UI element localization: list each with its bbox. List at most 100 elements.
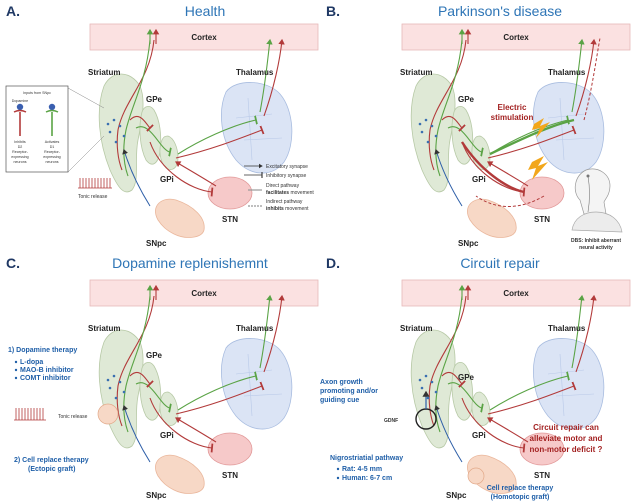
panel-c-gpe-label: GPe	[146, 351, 163, 360]
electric-stimulation-line1: Electric	[498, 103, 527, 112]
panel-c-thalamus-label: Thalamus	[236, 324, 274, 333]
patient-head-icon	[571, 168, 623, 233]
panel-b-gpe-label: GPe	[458, 95, 475, 104]
panel-a-striatum-label: Striatum	[88, 68, 120, 77]
homotopic-line1: Cell replace therapy	[487, 485, 554, 492]
panel-a-gpe-label: GPe	[146, 95, 163, 104]
panel-c-cortex-label: Cortex	[191, 289, 217, 298]
panel-d-title: Circuit repair	[460, 255, 540, 271]
panel-d: D. Circuit repair Cortex Striatum Thalam…	[320, 255, 630, 501]
nigro-title: Nigrostriatial pathway	[330, 455, 403, 462]
axon-line: guiding cue	[320, 397, 359, 404]
panel-a-snpc-label: SNpc	[146, 239, 167, 248]
panel-b-title: Parkinson's disease	[438, 3, 562, 19]
inset-right-text: Activates D1 Receptor- expressing neuron…	[43, 140, 60, 164]
panel-c-tonic-label: Tonic release	[58, 414, 88, 420]
inset-right-line: D1	[50, 145, 55, 149]
inset-left-line: neurons	[14, 160, 27, 164]
inset-left-line: Inhibits	[14, 140, 26, 144]
panel-c-gpi-label: GPi	[160, 431, 174, 440]
inset-left-line: D2	[18, 145, 23, 149]
legend-direct-line1: Direct pathway	[266, 183, 300, 189]
panel-c-stn-label: STN	[222, 471, 238, 480]
panel-d-striatum-label: Striatum	[400, 324, 432, 333]
panel-b-snpc-label: SNpc	[458, 239, 479, 248]
inset-box	[5, 85, 69, 173]
panel-b-striatum-label: Striatum	[400, 68, 432, 77]
lightning-bolt-icon	[532, 118, 550, 138]
panel-d-thalamus-label: Thalamus	[548, 324, 586, 333]
inset-right-line: Activates	[45, 140, 60, 144]
nigro-pathway: Nigrostriatial pathway Rat: 4-5 mm Human…	[330, 455, 403, 482]
legend: Excitatory synapse Inhibitory synapse Di…	[244, 163, 314, 212]
circuit-line: alleviate motor and	[530, 434, 603, 443]
panel-b-stn-label: STN	[534, 215, 550, 224]
panel-a-gpi-label: GPi	[160, 175, 174, 184]
electric-stimulation-line2: stimulation	[491, 113, 534, 122]
panel-b-thalamus-label: Thalamus	[548, 68, 586, 77]
therapy-title: 1) Dopamine therapy	[8, 347, 77, 354]
panel-d-letter: D.	[326, 255, 340, 271]
panel-c-therapy: 1) Dopamine therapy L-dopa MAO-B inhibit…	[8, 347, 77, 382]
legend-indirect-line1: Indirect pathway	[266, 199, 303, 205]
cell-therapy-line2: (Ectopic graft)	[28, 466, 75, 473]
panel-b-letter: B.	[326, 3, 340, 19]
panel-a-tonic-label: Tonic release	[78, 194, 108, 200]
cell-therapy-line1: 2) Cell replace therapy	[14, 457, 89, 464]
tonic-release-spikes	[14, 408, 46, 421]
therapy-item: MAO-B inhibitor	[20, 367, 74, 374]
panel-d-stn-label: STN	[534, 471, 550, 480]
panel-b-gpi-label: GPi	[472, 175, 486, 184]
axon-line: promoting and/or	[320, 388, 378, 395]
therapy-item: L-dopa	[20, 359, 43, 366]
panel-d-cortex-label: Cortex	[503, 289, 529, 298]
homotopic-graft	[467, 467, 485, 485]
neuron-icon	[16, 103, 24, 111]
panel-a-thalamus-label: Thalamus	[236, 68, 274, 77]
axon-line: Axon growth	[320, 379, 363, 386]
inset-right-line: Receptor-	[44, 150, 61, 154]
dbs-line1: DBS: Inhibit aberrant	[571, 238, 621, 244]
panel-b-cortex-label: Cortex	[503, 33, 529, 42]
inset-left-line: Receptor-	[12, 150, 29, 154]
legend-excitatory: Excitatory synapse	[266, 164, 308, 170]
gdnf-label: GDNF	[384, 418, 398, 424]
panel-a-inset: Inputs from SNpc Dopamine Inhibits D2 Re…	[5, 85, 105, 173]
panel-c-snpc-label: SNpc	[146, 491, 167, 500]
inset-right-line: expressing	[43, 155, 60, 159]
neuron-icon	[48, 103, 56, 111]
circuit-line: Circuit repair can	[533, 423, 599, 432]
axon-growth-text: Axon growth promoting and/or guiding cue	[320, 379, 378, 404]
panel-a-cortex-label: Cortex	[191, 33, 217, 42]
legend-indirect-line2: inhibits movement	[266, 206, 309, 212]
lightning-bolt-icon	[528, 156, 548, 180]
panel-a-stn-label: STN	[222, 215, 238, 224]
therapy-item: COMT inhibitor	[20, 375, 71, 382]
circuit-repair-question: Circuit repair can alleviate motor and n…	[530, 423, 603, 454]
nigro-item: Human: 6-7 cm	[342, 475, 392, 482]
panel-a: A. Health Cortex Striatum Thalamus GPe G…	[5, 3, 318, 248]
dbs-line2: neural activity	[579, 245, 613, 251]
panel-c: C. Dopamine replenishemnt Cortex Striatu…	[6, 255, 318, 500]
panel-d-gpe-label: GPe	[458, 373, 475, 382]
panel-c-anatomy	[90, 280, 318, 493]
inset-dopamine: Dopamine	[12, 99, 28, 103]
legend-direct-line2: facilitates movement	[266, 190, 314, 196]
ectopic-graft	[97, 403, 119, 425]
panel-a-letter: A.	[6, 3, 20, 19]
homotopic-line2: (Homotopic graft)	[491, 494, 550, 501]
panel-d-anatomy	[402, 280, 630, 493]
inset-left-line: expressing	[11, 155, 28, 159]
nigro-item: Rat: 4-5 mm	[342, 466, 382, 473]
inset-title: Inputs from SNpc	[23, 91, 51, 95]
panel-d-gpi-label: GPi	[472, 431, 486, 440]
circuit-line: non-motor deficit ?	[530, 445, 603, 454]
inset-left-text: Inhibits D2 Receptor- expressing neurons	[11, 140, 28, 164]
panel-c-letter: C.	[6, 255, 20, 271]
tonic-release-spikes	[78, 178, 112, 189]
panel-d-snpc-label: SNpc	[446, 491, 467, 500]
panel-b: B. Parkinson's disease Cortex Striatum T…	[326, 3, 630, 251]
legend-inhibitory: Inhibitory synapse	[266, 173, 307, 179]
panel-c-striatum-label: Striatum	[88, 324, 120, 333]
